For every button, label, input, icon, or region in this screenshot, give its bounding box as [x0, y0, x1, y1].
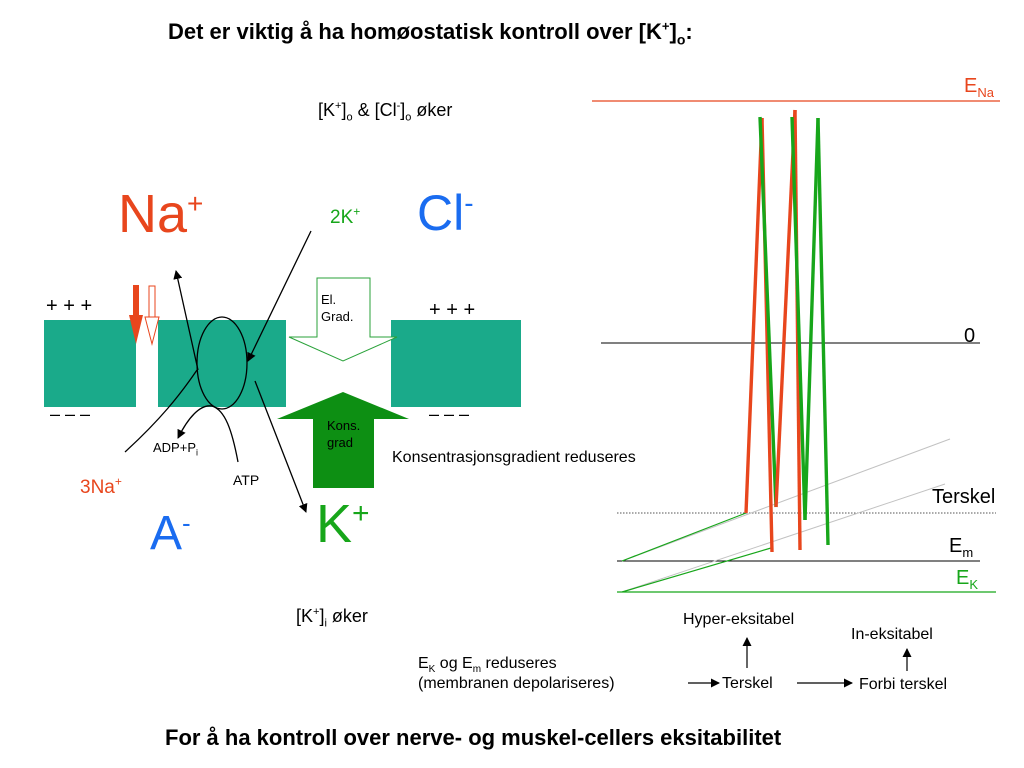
- zero-label: 0: [964, 325, 976, 347]
- adp-label: ADP+Pi: [153, 440, 198, 458]
- outside-concentration-label: [K+]o & [Cl-]o øker: [318, 100, 453, 124]
- atp-hydrolysis-curve: [177, 405, 239, 463]
- spike-3-green-fall: [816, 117, 830, 546]
- ena-label: ENa: [964, 75, 994, 100]
- page-title: Det er viktig å ha homøostatisk kontroll…: [168, 18, 693, 48]
- kons-reduced-label: Konsentrasjonsgradient reduseres: [392, 449, 636, 466]
- spike-3-green-rise: [803, 117, 820, 521]
- atp-label: ATP: [233, 472, 260, 488]
- el-grad-label: El. Grad.: [321, 292, 354, 324]
- na-efflux-arrow: [173, 270, 199, 371]
- membrane-block-left: [44, 320, 136, 407]
- na-binding-curve: [124, 369, 198, 453]
- flow-threshold-label: Terskel: [722, 675, 773, 692]
- minus-charges-right: – – –: [429, 404, 470, 424]
- flow-past-threshold-label: Forbi terskel: [859, 676, 948, 693]
- membrane-block-middle: [158, 320, 286, 407]
- kons-grad-label: Kons. grad: [327, 418, 361, 450]
- na-ion-label: Na+: [118, 184, 204, 244]
- ek-label: EK: [956, 567, 979, 592]
- threshold-label: Terskel: [932, 486, 996, 508]
- ek-em-reduced-label: EK og Em reduseres (membranen depolarise…: [418, 655, 615, 692]
- depolarization-guide-2: [621, 483, 946, 593]
- na-influx-arrow: [129, 285, 143, 344]
- a-ion-label: A-: [150, 507, 191, 560]
- em-label: Em: [949, 535, 974, 560]
- action-potential-spikes: [744, 109, 830, 553]
- spike-2-rise: [774, 109, 797, 508]
- cl-ion-label: Cl-: [417, 185, 474, 241]
- pump-na-label: 3Na+: [80, 474, 122, 498]
- hyper-excitable-label: Hyper-eksitabel: [683, 611, 795, 628]
- k-ion-label: K+: [316, 494, 370, 554]
- pump-k-label: 2K+: [330, 204, 361, 228]
- spike-2-green: [790, 116, 807, 521]
- inside-concentration-label: [K+]i øker: [296, 606, 368, 630]
- depolarization-guide-1: [621, 438, 951, 562]
- minus-charges-left: – – –: [50, 404, 91, 424]
- footer-title: For å ha kontroll over nerve- og muskel-…: [165, 725, 782, 750]
- kons-grad-arrow: [277, 392, 409, 488]
- k-leak-arrow: [254, 380, 308, 513]
- ek-ramp-line: [621, 547, 772, 593]
- plus-charges-right: + + +: [429, 299, 476, 321]
- plus-charges-left: + + +: [46, 295, 93, 317]
- el-grad-arrow: [288, 277, 398, 362]
- na-influx-arrow-hollow: [144, 285, 160, 346]
- membrane-block-right: [391, 320, 521, 407]
- em-ramp-line: [621, 512, 747, 562]
- in-excitable-label: In-eksitabel: [851, 626, 933, 643]
- spike-1-green: [758, 116, 778, 508]
- k-influx-arrow: [247, 230, 312, 362]
- spike-1-rise: [744, 117, 764, 514]
